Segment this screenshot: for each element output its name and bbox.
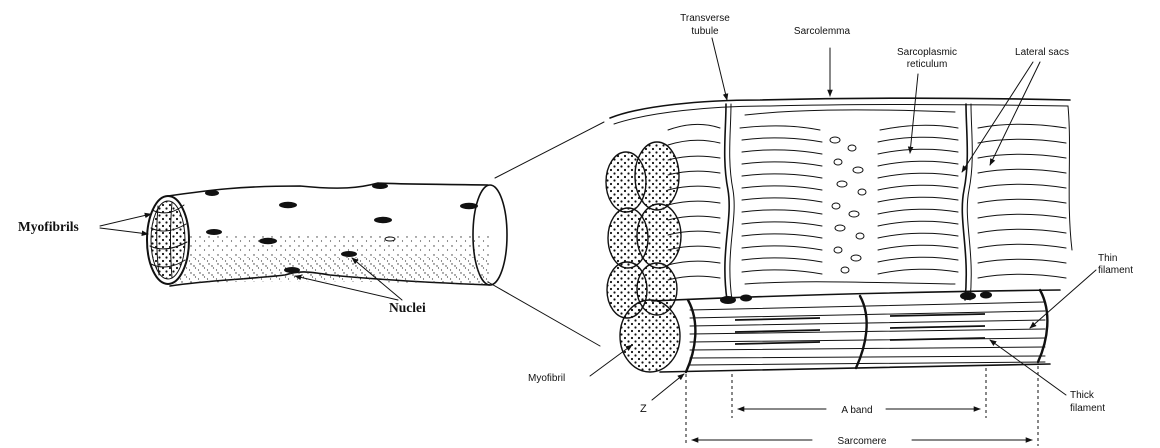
z-arrow [652,374,684,400]
label-myofibrils: Myofibrils [18,219,79,234]
z-disc-left [686,300,695,372]
sarcoplasmic-reticulum-center [740,110,958,284]
label-thin-line2: filament [1098,265,1133,276]
myofibril-arrow [590,345,632,376]
label-reticulum-line2: reticulum [907,59,948,70]
transverse-tubule-arrow [712,38,727,100]
projection-line-top [495,122,604,178]
label-sarcolemma: Sarcolemma [794,26,851,37]
label-thick-line2: filament [1070,403,1105,414]
label-nuclei: Nuclei [389,300,426,315]
thick-filament-arrow [990,340,1066,395]
lateral-sacs-arrow-right [990,62,1040,165]
label-a-band: A band [841,405,872,416]
fiber-end-face [147,196,189,284]
label-lateral-sacs: Lateral sacs [1015,47,1069,58]
projection-line-bottom [488,282,600,346]
thin-filament-arrow [1030,270,1096,328]
myofibrils-arrow-lower [100,228,148,234]
label-thin-line1: Thin [1098,253,1117,264]
exposed-myofibril [652,290,1060,372]
label-sarcoplasmic-line1: Sarcoplasmic [897,47,957,58]
label-transverse-line1: Transverse [680,13,730,24]
label-z: Z [640,403,647,415]
label-tubule-line2: tubule [691,26,719,37]
myofibrils-arrow-upper [100,214,151,226]
muscle-fiber-cylinder [147,183,507,290]
sarcoplasmic-reticulum-arrow [910,74,918,153]
myofibril-cross-sections [606,142,681,372]
label-thick-line1: Thick [1070,390,1095,401]
sarcoplasmic-reticulum-right [978,124,1066,278]
z-disc-right [1038,290,1047,362]
label-myofibril: Myofibril [528,373,565,384]
label-sarcomere: Sarcomere [838,436,887,447]
